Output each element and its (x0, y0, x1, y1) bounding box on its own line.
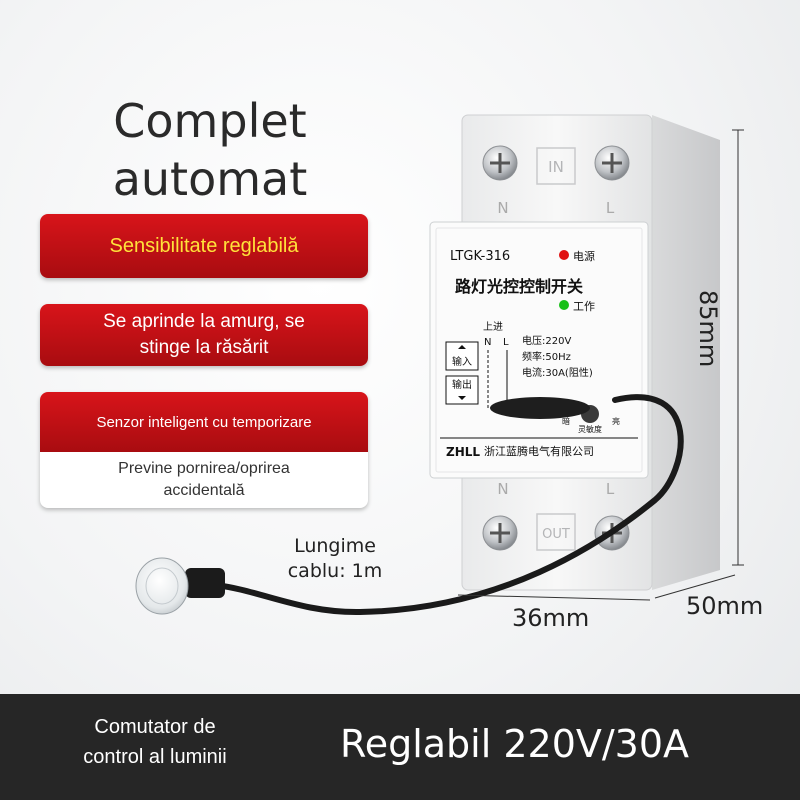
feature-smart-sensor: Senzor inteligent cu temporizare Previne… (40, 392, 368, 508)
feature-desc-line2: accidentală (163, 482, 245, 499)
screw-slot-icon (490, 153, 510, 173)
arrow-down-icon (458, 396, 466, 400)
dim-line-depth (654, 574, 736, 599)
brand-logo: ZHLL (446, 445, 480, 459)
bottom-l-label: L (606, 480, 615, 498)
power-label: 电源 (573, 249, 595, 263)
arrow-up-icon (458, 345, 466, 349)
product-name-line1: Comutator de (94, 716, 216, 738)
feature-label: Senzor inteligent cu temporizare (96, 413, 312, 431)
dimension-depth: 50mm (686, 592, 764, 620)
product-name-line2: control al luminii (83, 746, 227, 768)
product-name: Comutator de control al luminii (40, 712, 270, 772)
power-led-icon (559, 250, 569, 260)
voltage-spec: 电压:220V (522, 334, 571, 347)
feature-adjustable-sensitivity: Sensibilitate reglabilă (40, 214, 368, 278)
headline: Complet automat (40, 92, 380, 208)
screw-slot-icon (602, 153, 622, 173)
input-label: 上进 (483, 321, 503, 333)
feature-label-line1: Se aprinde la amurg, se (103, 311, 305, 332)
light-sensor-icon (135, 557, 189, 615)
feature-label-line2: stinge la răsărit (139, 337, 269, 358)
feature-desc-line1: Previne pornirea/oprirea (118, 460, 290, 477)
dim-line-width (457, 594, 651, 601)
device-side (652, 115, 720, 590)
out-label: OUT (542, 527, 570, 542)
bright-label: 亮 (612, 416, 620, 426)
headline-line2: automat (112, 152, 308, 206)
cable-clip (490, 397, 590, 419)
output-box-label: 输出 (452, 378, 472, 391)
product-rating: Reglabil 220V/30A (340, 722, 690, 766)
top-l-label: L (606, 199, 615, 217)
work-led-icon (559, 300, 569, 310)
frequency-spec: 频率:50Hz (522, 350, 571, 363)
sensitivity-label: 灵敏度 (578, 424, 602, 434)
cable-label-line1: Lungime (294, 535, 376, 557)
headline-line1: Complet (113, 94, 307, 148)
input-l: L (503, 337, 509, 348)
in-label: IN (548, 158, 564, 176)
bottom-n-label: N (497, 480, 508, 498)
bottom-banner: Comutator de control al luminii Reglabil… (0, 694, 800, 800)
sensor-cable (212, 394, 684, 616)
company-name: 浙江蓝腾电气有限公司 (484, 444, 594, 458)
cable-length-label: Lungime cablu: 1m (270, 534, 400, 584)
out-frame (536, 513, 576, 551)
work-label: 工作 (573, 300, 595, 313)
device-illustration: IN N L LTGK-316 电源 路灯光控控制开关 工作 上进 N L 输入… (135, 114, 744, 616)
top-n-label: N (497, 199, 508, 217)
cable-label-line2: cablu: 1m (287, 560, 383, 582)
input-box-label: 输入 (452, 355, 472, 368)
device-title: 路灯光控控制开关 (455, 277, 583, 296)
dimension-width: 36mm (512, 604, 590, 632)
screw-slot-icon (490, 523, 510, 543)
dark-label: 暗 (562, 416, 570, 426)
sensor-body (185, 568, 225, 598)
front-panel-inner (435, 227, 643, 473)
in-frame (536, 147, 576, 185)
feature-smart-sensor-desc: Previne pornirea/oprirea accidentală (40, 452, 368, 508)
feature-label: Sensibilitate reglabilă (109, 234, 299, 257)
feature-smart-sensor-title: Senzor inteligent cu temporizare (40, 392, 368, 452)
model-number: LTGK-316 (450, 249, 510, 264)
feature-dusk-dawn: Se aprinde la amurg, se stinge la răsări… (40, 304, 368, 366)
sensor-lens (145, 567, 179, 605)
input-n: N (484, 337, 491, 348)
current-spec: 电流:30A(阻性) (522, 366, 593, 379)
dimension-height: 85mm (694, 290, 722, 368)
